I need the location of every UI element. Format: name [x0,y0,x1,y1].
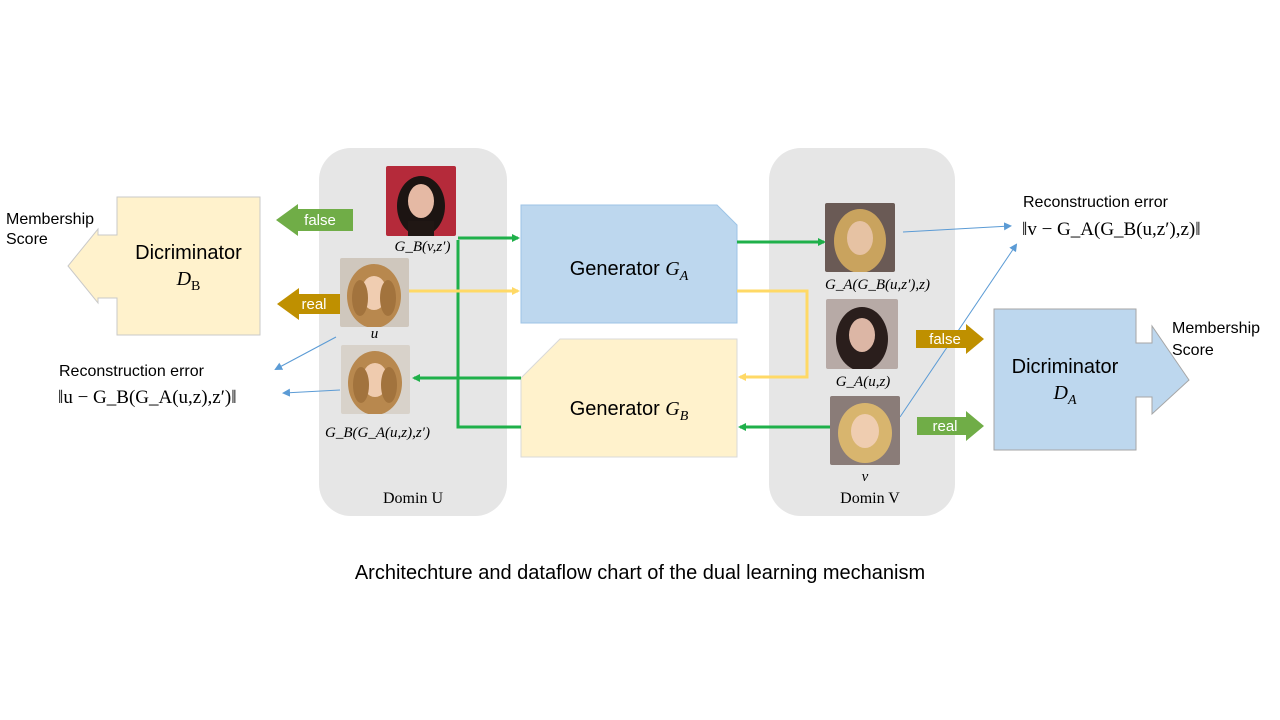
caption-ga-gb-u: G_A(G_B(u,z′),z) [825,277,930,293]
caption-u: u [370,326,379,342]
discriminator-b-label: Dicriminator DB [135,242,242,294]
face-image-u [340,258,409,327]
generator-b-label: Generator GB [569,398,689,424]
face-image-gb-v [386,166,456,236]
domain-u-label: Domin U [383,490,443,507]
caption-ga-u: G_A(u,z) [835,374,891,390]
face-image-v [830,396,900,465]
real-arrow-left-label: real [301,296,326,313]
recon-line-left [274,336,337,370]
domain-v-label: Domin V [840,490,900,507]
discriminator-a-label: Dicriminator DA [1011,356,1119,408]
false-arrow-right [916,324,984,354]
recon-line-right [902,222,1012,233]
generator-a-label: Generator GA [569,258,689,284]
flow-loop-to-gb [456,240,521,429]
figure-title: Architechture and dataflow chart of the … [354,562,926,584]
generator-a-shape [520,204,738,324]
face-image-ga-gb-u [825,203,895,272]
face-image-gb-ga-u [341,345,410,414]
membership-score-right: Membership Score [1172,320,1261,359]
caption-v: v [861,469,869,485]
discriminator-a-arrow-shape [993,308,1190,451]
recon-error-right-formula: ‖v − G_A(G_B(u,z′),z)‖ [1022,219,1201,240]
face-image-ga-u [826,299,898,369]
real-arrow-left [277,288,340,320]
membership-score-left: Membership Score [6,211,95,248]
caption-gb-ga-u: G_B(G_A(u,z),z′) [325,425,430,441]
recon-error-left-formula: ‖u − G_B(G_A(u,z),z′)‖ [58,387,237,408]
real-arrow-right [917,411,984,441]
flow-ga-loop-to-gb [737,289,809,381]
false-arrow-right-label: false [929,331,961,348]
recon-line-left-2 [282,388,341,397]
recon-error-right-label: Reconstruction error [1023,194,1168,211]
caption-gb-v: G_B(v,z′) [394,239,451,255]
recon-error-left-label: Reconstruction error [59,363,204,380]
false-arrow-left [276,204,353,236]
generator-b-shape [520,338,738,458]
false-arrow-left-label: false [304,212,336,229]
real-arrow-right-label: real [932,418,957,435]
discriminator-b-arrow-shape [67,196,261,336]
